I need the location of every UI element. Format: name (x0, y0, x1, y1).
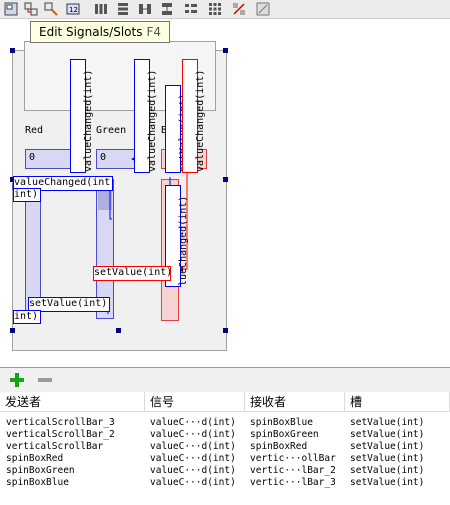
table-cell: verticalScrollBar (6, 441, 104, 452)
table-cell: spinBoxRed (6, 453, 64, 464)
table-cell: vertic···lBar_2 (250, 465, 336, 476)
table-cell: spinBoxGreen (6, 465, 75, 476)
layout-vertical-icon[interactable] (116, 2, 130, 16)
edit-buddies-icon[interactable] (44, 2, 58, 16)
dock-separator (0, 367, 450, 368)
table-cell: spinBoxBlue (6, 477, 69, 488)
table-cell: valueC···d(int) (150, 453, 236, 464)
table-cell: vertic···lBar_3 (250, 477, 336, 488)
table-cell: valueC···d(int) (150, 465, 236, 476)
resize-handle[interactable] (10, 177, 15, 182)
connection-lines (12, 61, 188, 324)
resize-handle[interactable] (10, 328, 15, 333)
edit-tab-order-icon[interactable]: 12 (66, 2, 80, 16)
resize-handle[interactable] (223, 177, 228, 182)
add-connection-button[interactable] (9, 372, 25, 388)
design-canvas[interactable]: Red Green B 0 0 0 valueChanged(int) valu… (0, 19, 450, 367)
connection-label: setValue(int) (165, 85, 189, 173)
table-cell: valueC···d(int) (150, 429, 236, 440)
table-cell: setValue(int) (350, 417, 425, 428)
column-header[interactable]: 槽 (345, 392, 450, 412)
designer-toolbar: 12 (0, 0, 450, 19)
table-row[interactable]: spinBoxGreen valueC···d(int) vertic···lBar… (0, 465, 450, 477)
spin-box-red[interactable]: 0 (25, 149, 83, 169)
connection-label: valueChanged(int) (70, 59, 94, 173)
layout-vertical-splitter-icon[interactable] (160, 2, 174, 16)
connection-label: setValue(int) (93, 266, 172, 281)
resize-handle[interactable] (223, 328, 228, 333)
connection-label: valueChanged(int) (134, 59, 158, 173)
table-cell: vertic···ollBar (250, 453, 336, 464)
scroll-handle[interactable] (98, 190, 112, 210)
table-cell: setValue(int) (350, 429, 425, 440)
connection-label: valueChanged(int) (182, 59, 206, 173)
table-cell: valueC···d(int) (150, 417, 236, 428)
resize-handle[interactable] (10, 48, 15, 53)
table-cell: setValue(int) (350, 453, 425, 464)
label-blue: B (161, 125, 167, 136)
table-cell: verticalScrollBar_2 (6, 429, 115, 440)
layout-grid-icon[interactable] (208, 2, 222, 16)
table-row[interactable]: spinBoxBlue valueC···d(int) vertic···lBar_… (0, 477, 450, 489)
connection-label-text: lueChanged(int) (178, 195, 189, 286)
spin-box-green[interactable]: 0 (96, 149, 140, 169)
break-layout-icon[interactable] (232, 2, 246, 16)
connection-label: setValue(int) (28, 297, 110, 312)
column-header[interactable]: 发送者 (0, 392, 145, 412)
connection-label-text: valueChanged(int) (195, 69, 206, 172)
table-cell: valueC···d(int) (150, 477, 236, 488)
resize-handle[interactable] (116, 328, 121, 333)
table-cell: setValue(int) (350, 441, 425, 452)
adjust-size-icon[interactable] (256, 2, 270, 16)
table-cell: spinBoxBlue (250, 417, 313, 428)
table-cell: spinBoxRed (250, 441, 308, 452)
table-cell: setValue(int) (350, 477, 425, 488)
layout-form-icon[interactable] (184, 2, 198, 16)
label-red: Red (25, 125, 44, 136)
connection-label: lueChanged(int) (165, 185, 189, 287)
table-cell: spinBoxGreen (250, 429, 319, 440)
table-row[interactable]: verticalScrollBar_3 valueC···d(int) spinBo… (0, 417, 450, 429)
connection-label-text: valueChanged(int) (83, 69, 94, 172)
table-row[interactable]: spinBoxRed valueC···d(int) vertic···ollBar… (0, 453, 450, 465)
connection-label: int) (13, 188, 41, 202)
column-header[interactable]: 接收者 (245, 392, 345, 412)
connection-label: valueChanged(int) (13, 176, 113, 191)
tooltip-shortcut: F4 (146, 25, 162, 39)
edit-widgets-icon[interactable] (4, 2, 18, 16)
signal-slot-toolbar (0, 368, 450, 392)
spin-box-green-value: 0 (100, 152, 107, 163)
spin-box-red-value: 0 (29, 152, 36, 163)
layout-horizontal-splitter-icon[interactable] (138, 2, 152, 16)
table-cell: valueC···d(int) (150, 441, 236, 452)
edit-signals-slots-icon[interactable] (24, 2, 38, 16)
resize-handle[interactable] (223, 48, 228, 53)
table-cell: setValue(int) (350, 465, 425, 476)
remove-connection-button[interactable] (37, 372, 53, 388)
label-green: Green (96, 125, 127, 136)
table-cell: verticalScrollBar_3 (6, 417, 115, 428)
layout-horizontal-icon[interactable] (94, 2, 108, 16)
column-header[interactable]: 信号 (145, 392, 245, 412)
tooltip-text: Edit Signals/Slots (39, 25, 143, 39)
connection-label: int) (13, 310, 41, 324)
svg-text:12: 12 (69, 6, 78, 14)
connection-label-text: valueChanged(int) (147, 69, 158, 172)
table-row[interactable]: verticalScrollBar valueC···d(int) spinBoxR… (0, 441, 450, 453)
signal-slot-table: 发送者 信号 接收者 槽 verticalScrollBar_3 valueC··… (0, 392, 450, 505)
table-row[interactable]: verticalScrollBar_2 valueC···d(int) spinBo… (0, 429, 450, 441)
